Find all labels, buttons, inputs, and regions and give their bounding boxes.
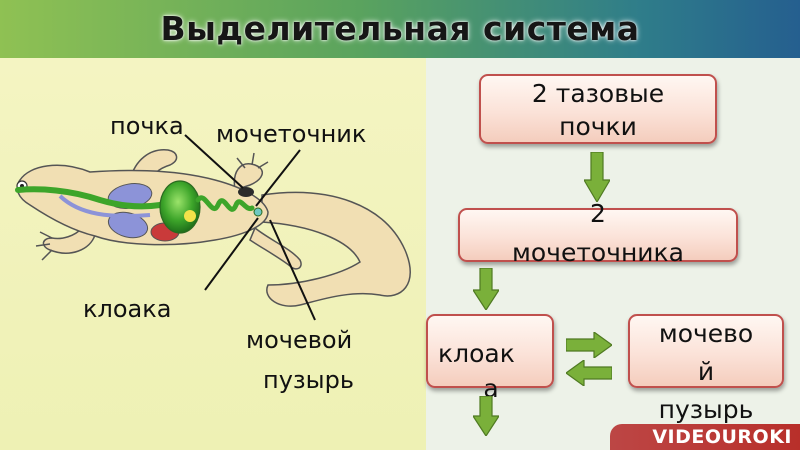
stomach-organ [159,180,201,234]
arrow-down-1 [584,152,610,202]
flow-box-bladder-line1: мочево [658,319,754,348]
logo-text: VIDEOUROKI [652,426,792,448]
kidney-organ [238,187,254,197]
label-kidney: почка [110,112,184,140]
lizard-front-leg-bottom [42,227,96,254]
flow-box-kidneys [479,74,717,144]
flow-box-ureters-line1: 2 [590,199,606,228]
pointer-ureter [255,149,301,207]
lizard-tail [261,191,411,307]
label-bladder-line1: мочевой [246,326,353,354]
flow-box-cloaca [426,314,554,388]
flow-box-kidneys-line1: 2 тазовые [531,79,665,108]
title-bar [0,0,800,58]
pointer-bladder [269,219,316,321]
arrow-down-2 [473,268,499,310]
intestine-coils [195,195,255,212]
cloaca-organ [253,207,263,217]
lung-organ-bottom [107,211,149,239]
arrow-down-3 [473,396,499,436]
lizard-hind-leg-top [233,163,264,191]
lizard-anatomy-illustration [15,134,411,321]
flow-box-bladder-line3: пузырь [658,395,754,424]
flow-box-cloaca-line1: клоак [438,339,515,368]
logo-background [610,424,800,450]
slide-title: Выделительная система [160,9,640,48]
label-ureter: мочеточник [216,120,367,148]
flow-box-bladder [628,314,784,388]
flow-box-kidneys-line2: почки [559,112,637,141]
arrow-right [566,332,612,358]
flow-box-bladder-line2: й [697,357,715,386]
flow-box-ureters [458,208,738,262]
label-bladder-line2: пузырь [263,366,354,394]
arrow-left [566,360,612,386]
pointer-cloaca [204,217,259,291]
digestive-tract [15,186,163,210]
videouroki-logo: VIDEOUROKI [596,424,800,450]
flow-box-ureters-line2: мочеточника [512,238,684,267]
label-cloaca: клоака [83,295,172,323]
pointer-kidney [184,134,244,189]
